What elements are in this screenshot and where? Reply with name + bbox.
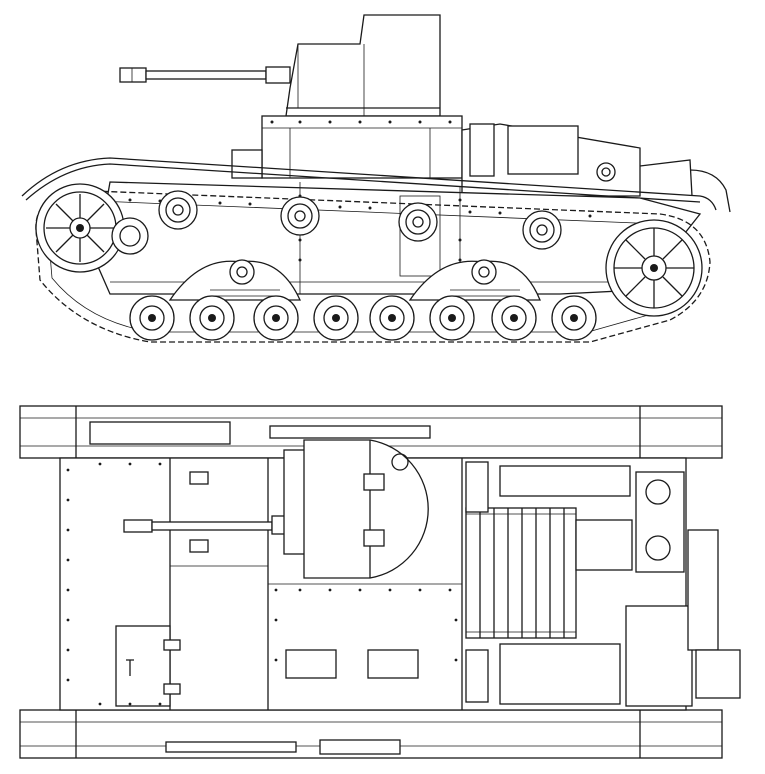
bogie-unit: [168, 259, 302, 301]
deck-rivets: [66, 462, 458, 706]
return-roller: [522, 210, 562, 250]
road-wheel: [313, 295, 359, 341]
side-elevation-view: [21, 14, 731, 343]
return-rollers: [158, 190, 562, 250]
front-hatches: [115, 471, 419, 707]
road-wheel: [189, 295, 235, 341]
bogie-unit: [408, 259, 541, 301]
return-roller: [280, 196, 320, 236]
hull-upper-box: [231, 115, 463, 179]
top-plan-view: [19, 405, 741, 759]
road-wheel: [129, 295, 175, 341]
idler-wheel: [605, 219, 703, 317]
road-wheels: [129, 295, 597, 341]
road-wheel: [491, 295, 537, 341]
gun-barrel: [119, 66, 291, 84]
road-wheel: [551, 295, 597, 341]
engine-deck: [461, 123, 731, 213]
bogie-units: [168, 259, 541, 301]
drive-sprocket: [35, 183, 149, 273]
casemate-top: [283, 439, 429, 579]
fender-line: [21, 157, 717, 211]
side-rivets: [128, 120, 592, 262]
lower-track-strip: [19, 709, 723, 759]
road-wheel: [253, 295, 299, 341]
road-wheel: [369, 295, 415, 341]
return-roller: [158, 190, 198, 230]
road-wheel: [429, 295, 475, 341]
engine-grille: [465, 507, 577, 639]
return-roller: [398, 202, 438, 242]
gun-casemate: [285, 14, 441, 117]
engine-compartment: [465, 461, 741, 707]
